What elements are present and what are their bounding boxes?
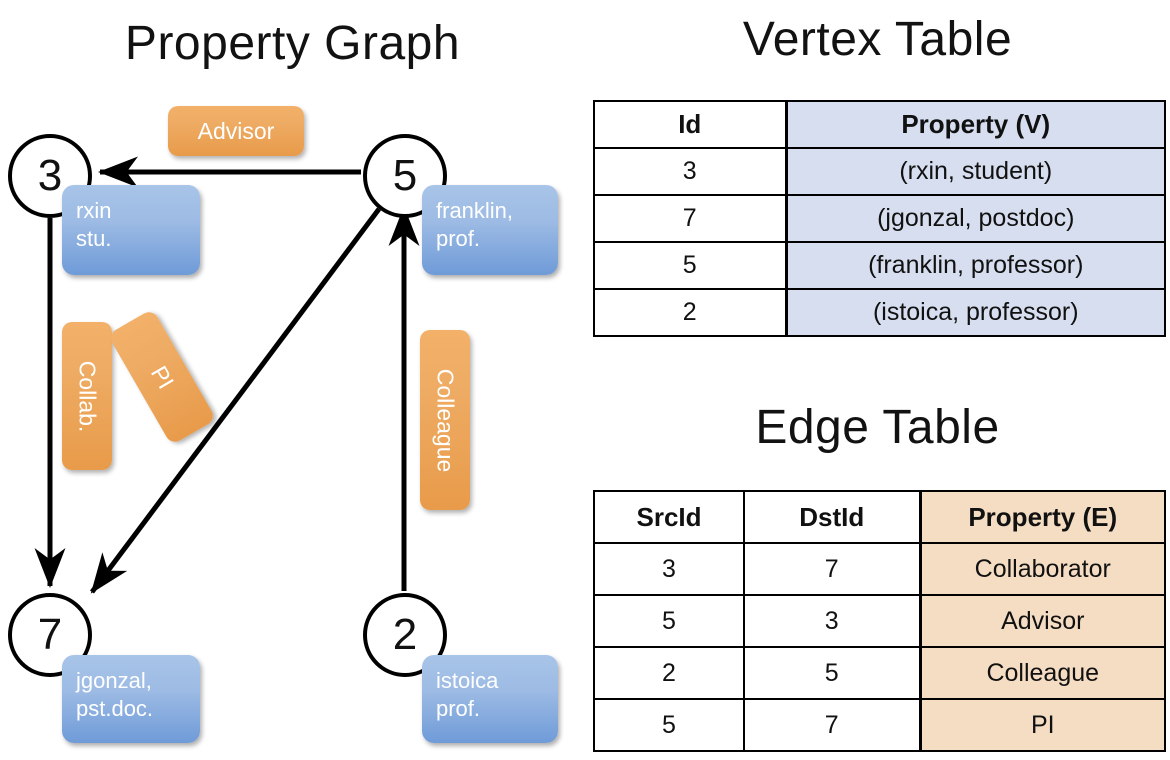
graph-vertex-2[interactable]: 2 — [363, 593, 447, 677]
graph-vertex-2-label: 2 — [392, 610, 418, 659]
edge-table-cell-dstid: 5 — [743, 646, 921, 700]
edge-table-cell-dstid: 7 — [743, 698, 921, 752]
vertex-table-cell-id: 5 — [593, 241, 787, 290]
vertex-table-header-property: Property (V) — [784, 100, 1166, 149]
vertex-property-2-line2: prof. — [436, 695, 481, 721]
vertex-property-7-line1: jgonzal, — [76, 668, 152, 693]
page-title-edge-table: Edge Table — [755, 401, 1000, 454]
table-row[interactable]: 2 (istoica, professor) — [593, 288, 1166, 337]
edge-table-cell-property: Advisor — [918, 594, 1166, 648]
page-title-property-graph: Property Graph — [124, 17, 461, 70]
edge-table-cell-srcid: 2 — [593, 646, 745, 700]
vertex-table-cell-property: (franklin, professor) — [784, 241, 1166, 290]
graph-edge-label-colleague: Colleague — [420, 330, 470, 510]
vertex-table-cell-id: 7 — [593, 194, 787, 243]
graph-vertex-5-label: 5 — [392, 151, 418, 200]
edge-table-cell-property: Colleague — [918, 646, 1166, 700]
edge-table-cell-dstid: 3 — [743, 594, 921, 648]
vertex-table-header-id: Id — [593, 100, 787, 149]
edge-table-header-row: SrcId DstId Property (E) — [593, 490, 1166, 544]
table-row[interactable]: 5 7 PI — [593, 698, 1166, 752]
vertex-property-box-7: jgonzal, pst.doc. — [62, 655, 200, 743]
vertex-table: Id Property (V) 3 (rxin, student) 7 (jgo… — [593, 100, 1166, 337]
edge-table-cell-srcid: 3 — [593, 542, 745, 596]
table-row[interactable]: 7 (jgonzal, postdoc) — [593, 194, 1166, 243]
vertex-property-3-line2: stu. — [76, 225, 112, 251]
vertex-table-cell-property: (rxin, student) — [784, 147, 1166, 196]
edge-table: SrcId DstId Property (E) 3 7 Collaborato… — [593, 490, 1166, 752]
edge-table-cell-property: Collaborator — [918, 542, 1166, 596]
edge-table-cell-srcid: 5 — [593, 698, 745, 752]
property-graph-diagram: 3 5 7 2 rxin stu. franklin, prof. jgonza… — [8, 106, 558, 743]
graph-edge-label-colleague-text: Colleague — [432, 368, 459, 472]
vertex-property-3-line1: rxin — [76, 198, 112, 223]
vertex-property-5-line2: prof. — [436, 225, 481, 251]
vertex-table-cell-property: (jgonzal, postdoc) — [784, 194, 1166, 243]
table-row[interactable]: 3 7 Collaborator — [593, 542, 1166, 596]
graph-edge-label-collab-text: Collab. — [74, 360, 101, 432]
vertex-property-box-5: franklin, prof. — [422, 185, 558, 275]
edge-table-cell-property: PI — [918, 698, 1166, 752]
page-title-vertex-table: Vertex Table — [742, 13, 1013, 66]
table-row[interactable]: 3 (rxin, student) — [593, 147, 1166, 196]
graph-edge-label-advisor: Advisor — [168, 106, 304, 156]
table-row[interactable]: 5 (franklin, professor) — [593, 241, 1166, 290]
edge-table-cell-srcid: 5 — [593, 594, 745, 648]
edge-table-header-srcid: SrcId — [593, 490, 745, 544]
graph-edge-label-collab: Collab. — [62, 322, 112, 470]
vertex-property-7-line2: pst.doc. — [76, 695, 154, 721]
vertex-table-cell-property: (istoica, professor) — [784, 288, 1166, 337]
vertex-table-cell-id: 2 — [593, 288, 787, 337]
vertex-property-5-line1: franklin, — [436, 198, 514, 223]
vertex-table-cell-id: 3 — [593, 147, 787, 196]
table-row[interactable]: 5 3 Advisor — [593, 594, 1166, 648]
graph-edge-label-advisor-text: Advisor — [197, 117, 275, 144]
graph-vertex-7-label: 7 — [37, 610, 63, 659]
vertex-property-box-3: rxin stu. — [62, 185, 200, 275]
graph-vertex-3-label: 3 — [37, 151, 63, 200]
vertex-property-2-line1: istoica — [436, 668, 499, 693]
table-row[interactable]: 2 5 Colleague — [593, 646, 1166, 700]
graph-edge-label-pi-text: PI — [145, 360, 180, 393]
edge-table-header-property: Property (E) — [918, 490, 1166, 544]
graph-edges-svg — [34, 156, 420, 594]
edge-table-cell-dstid: 7 — [743, 542, 921, 596]
edge-table-header-dstid: DstId — [743, 490, 921, 544]
vertex-property-box-2: istoica prof. — [422, 655, 558, 743]
graph-edge-5-to-7-pi — [89, 207, 382, 594]
vertex-table-header-row: Id Property (V) — [593, 100, 1166, 149]
